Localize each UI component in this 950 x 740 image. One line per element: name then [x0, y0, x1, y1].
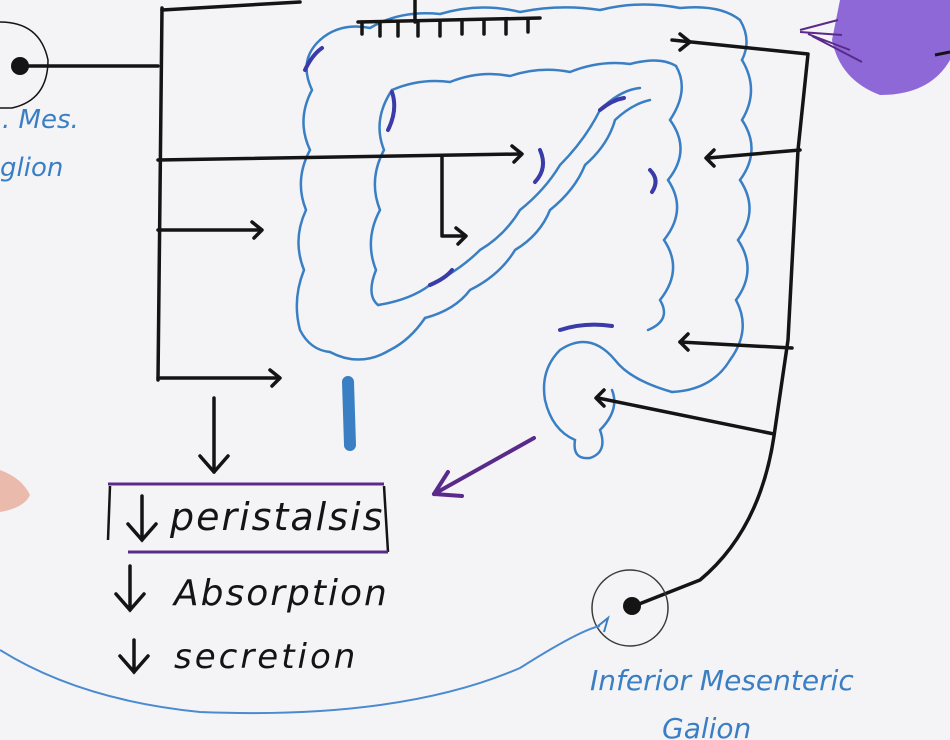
inferior-ganglion-label-line1: Inferior Mesenteric — [590, 664, 854, 697]
peristalsis-box — [106, 482, 390, 554]
superior-mesenteric-ganglion — [0, 21, 49, 109]
sympathetic-nerve-lines — [18, 0, 810, 608]
intestine-shading — [303, 46, 658, 332]
ganglion-connecting-line — [0, 625, 601, 715]
presenter-hand — [0, 470, 30, 512]
purple-arrow — [432, 436, 536, 498]
inferior-mesenteric-ganglion — [591, 569, 669, 647]
effect-secretion: secretion — [174, 637, 358, 677]
decrease-arrows — [114, 494, 158, 675]
effect-absorption: Absorption — [172, 573, 389, 614]
superior-ganglion-label-line2: glion — [0, 153, 63, 183]
effect-peristalsis: peristalsis — [169, 495, 384, 539]
appendix-drawing — [342, 376, 356, 451]
large-intestine-drawing — [295, 3, 753, 460]
superior-ganglion-label-line1: . Mes. — [2, 105, 79, 135]
bladder-icon — [799, 0, 950, 95]
inferior-ganglion-label-line2: Galion — [662, 712, 751, 740]
